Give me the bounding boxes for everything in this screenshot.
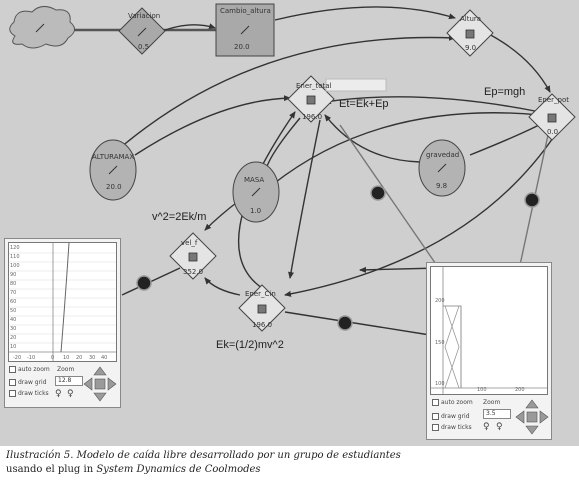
figure-caption: Ilustración 5. Modelo de caída libre des… — [6, 449, 401, 477]
ener-pot-label: Ener_pot — [538, 96, 570, 104]
altura-value: 9.0 — [465, 44, 477, 52]
plot-curve-right — [431, 267, 547, 394]
y-tick: 70 — [10, 290, 17, 296]
y-tick: 20 — [10, 335, 17, 341]
draw-grid-checkbox[interactable]: draw grid — [9, 379, 47, 386]
y-tick: 100 — [10, 263, 20, 269]
plot-area-left — [8, 242, 117, 362]
equation-velocity: v^2=2Ek/m — [152, 211, 207, 223]
zoom-in-icon[interactable]: ♀ — [483, 422, 490, 432]
pan-arrows-icon[interactable] — [83, 366, 117, 402]
y-tick: 120 — [10, 245, 20, 251]
ener-pot-value: 0.0 — [547, 128, 559, 136]
gravedad-value: 9.8 — [436, 182, 448, 190]
y-tick: 110 — [10, 254, 20, 260]
draw-grid-checkbox[interactable]: draw grid — [432, 413, 470, 420]
cambio-altura-label: Cambio_altura — [220, 7, 271, 15]
alturamax-label: ALTURAMAX — [92, 153, 135, 161]
auto-zoom-checkbox[interactable]: auto zoom — [432, 399, 473, 406]
caption-line-2-a: usando el plug in — [6, 464, 97, 475]
zoom-input[interactable]: 3.5 — [483, 409, 511, 419]
y-tick: 90 — [10, 272, 17, 278]
draw-ticks-checkbox[interactable]: draw ticks — [432, 424, 472, 431]
masa-label: MASA — [244, 176, 265, 184]
variacion-label: Variacion — [128, 12, 161, 20]
y-tick: 60 — [10, 299, 17, 305]
variacion-value: 0.5 — [138, 43, 150, 51]
plot-panel-right: 200 150 100 100 200 auto zoom Zoom 3.5 d… — [426, 262, 552, 440]
zoom-out-icon[interactable]: ♀ — [67, 389, 74, 399]
equation-total-energy: Et=Ek+Ep — [339, 98, 389, 110]
connector-dots — [136, 185, 540, 331]
plot-area-right — [430, 266, 548, 395]
ener-cin-value: 196.0 — [252, 321, 273, 329]
caption-line-2-b: System Dynamics de Coolmodes — [96, 464, 261, 475]
cloud-icon — [9, 6, 75, 49]
y-tick: 200 — [435, 298, 445, 304]
cambio-altura-value: 20.0 — [234, 43, 250, 51]
zoom-label: Zoom — [483, 399, 501, 406]
x-tick: 0 — [51, 355, 55, 361]
connection-arrows — [9, 3, 576, 336]
y-tick: 50 — [10, 308, 17, 314]
x-tick: -10 — [27, 355, 36, 361]
masa-value: 1.0 — [250, 207, 262, 215]
y-tick: 30 — [10, 326, 17, 332]
vel-value: 352.0 — [183, 268, 204, 276]
pan-arrows-icon[interactable] — [515, 399, 549, 435]
x-tick: 200 — [515, 387, 525, 393]
equation-potential-energy: Ep=mgh — [484, 86, 526, 98]
gravedad-label: gravedad — [426, 151, 460, 159]
zoom-label: Zoom — [57, 366, 75, 373]
y-tick: 10 — [10, 344, 17, 350]
caption-line-1: Ilustración 5. Modelo de caída libre des… — [6, 450, 401, 461]
ener-total-value: 196.0 — [302, 113, 323, 121]
zoom-out-icon[interactable]: ♀ — [496, 422, 503, 432]
plot-curve-left — [9, 242, 116, 361]
zoom-input[interactable]: 12.8 — [55, 376, 83, 386]
caption-line-2: usando el plug in System Dynamics de Coo… — [6, 463, 401, 477]
alturamax-value: 20.0 — [106, 183, 122, 191]
x-tick: 40 — [101, 355, 108, 361]
zoom-in-icon[interactable]: ♀ — [55, 389, 62, 399]
plot-panel-left: 120 110 100 90 80 70 60 50 40 30 20 10 -… — [4, 238, 121, 408]
equation-kinetic-energy: Ek=(1/2)mv^2 — [216, 339, 284, 351]
x-tick: 10 — [63, 355, 70, 361]
auto-zoom-checkbox[interactable]: auto zoom — [9, 366, 50, 373]
x-tick: 20 — [76, 355, 83, 361]
y-tick: 100 — [435, 381, 445, 387]
y-tick: 40 — [10, 317, 17, 323]
x-tick: -20 — [13, 355, 22, 361]
simulation-screenshot: Variacion 0.5 Cambio_altura 20.0 Altura … — [0, 0, 579, 446]
ener-total-label: Ener_total — [296, 82, 332, 90]
x-tick: 30 — [89, 355, 96, 361]
y-tick: 150 — [435, 340, 445, 346]
y-tick: 80 — [10, 281, 17, 287]
x-tick: 100 — [477, 387, 487, 393]
vel-label: vel_f — [181, 239, 198, 247]
altura-label: Altura — [460, 15, 482, 23]
ener-cin-label: Ener_Cin — [245, 290, 276, 298]
draw-ticks-checkbox[interactable]: draw ticks — [9, 390, 49, 397]
